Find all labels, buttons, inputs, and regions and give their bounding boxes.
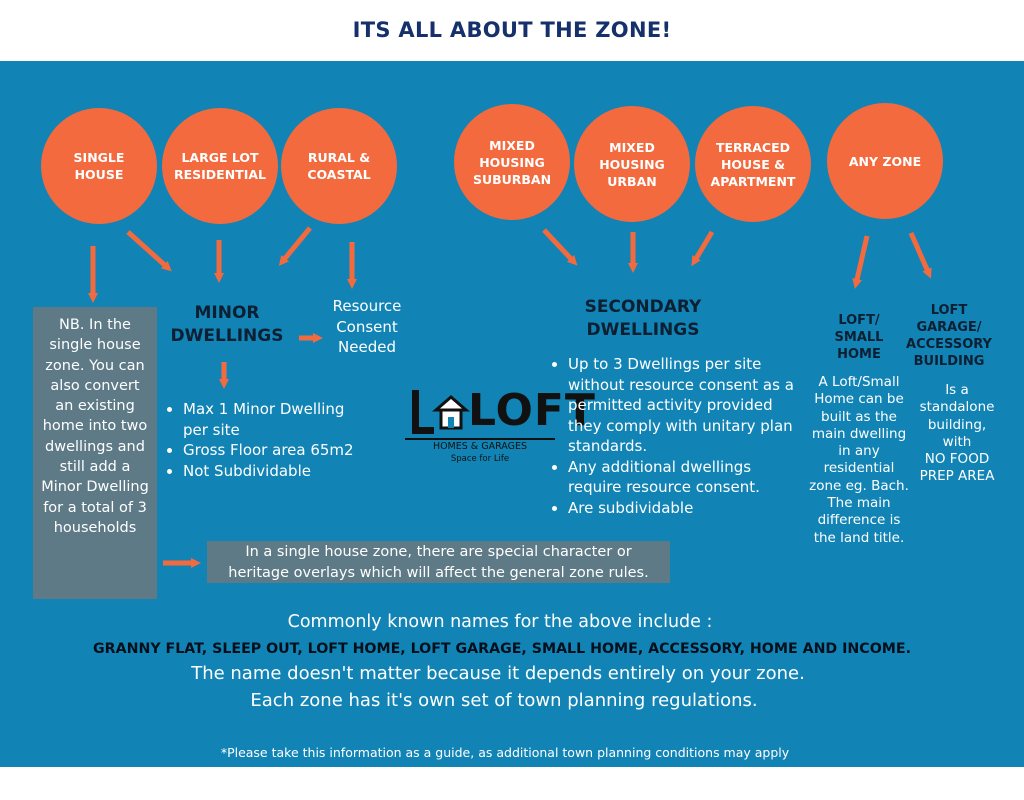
minor-dwellings-list: Max 1 Minor Dwelling per site Gross Floo… <box>165 399 355 481</box>
zone-label: MIXED HOUSING SUBURBAN <box>472 137 552 187</box>
zone-label: TERRACED HOUSE & APARTMENT <box>710 139 796 189</box>
arrow <box>126 230 172 272</box>
arrow <box>852 235 870 289</box>
list-item: Up to 3 Dwellings per site without resou… <box>568 354 802 457</box>
zone-circle-rural-coastal: RURAL & COASTAL <box>281 108 397 224</box>
loft-logo: LOFT HOMES & GARAGES Space for Life <box>405 387 595 470</box>
zone-circle-mixed-urban: MIXED HOUSING URBAN <box>574 106 690 222</box>
zone-label: ANY ZONE <box>848 153 922 169</box>
common-names-list: GRANNY FLAT, SLEEP OUT, LOFT HOME, LOFT … <box>93 641 911 657</box>
zone-note-line-2: Each zone has it's own set of town plann… <box>250 690 758 711</box>
arrow <box>542 228 578 266</box>
zone-label: LARGE LOT RESIDENTIAL <box>173 150 266 182</box>
loft-garage-text: Is a standalone building, with NO FOOD P… <box>919 382 995 485</box>
zone-circle-large-lot: LARGE LOT RESIDENTIAL <box>162 108 278 224</box>
zone-note-line-1: The name doesn't matter because it depen… <box>191 663 805 684</box>
zone-circle-terraced: TERRACED HOUSE & APARTMENT <box>695 106 811 222</box>
list-item: Gross Floor area 65m2 <box>183 440 355 461</box>
logo-brand: LOFT <box>468 385 596 436</box>
zone-circle-any-zone: ANY ZONE <box>827 103 943 219</box>
secondary-dwellings-heading: SECONDARY DWELLINGS <box>584 297 702 340</box>
list-item: Not Subdividable <box>183 461 355 482</box>
arrow <box>691 230 715 267</box>
zone-label: MIXED HOUSING URBAN <box>599 139 665 189</box>
list-item: Are subdividable <box>568 498 802 519</box>
logo-divider <box>405 438 555 440</box>
page-title: ITS ALL ABOUT THE ZONE! <box>352 18 672 42</box>
secondary-dwellings-list: Up to 3 Dwellings per site without resou… <box>550 354 802 518</box>
list-item: Any additional dwellings require resourc… <box>568 457 802 498</box>
loft-small-home-text: A Loft/Small Home can be built as the ma… <box>809 374 909 546</box>
disclaimer: *Please take this information as a guide… <box>220 745 790 760</box>
resource-consent-text: Resource Consent Needed <box>332 297 402 356</box>
loft-small-home-heading: LOFT/ SMALL HOME <box>834 313 884 362</box>
loft-garage-heading: LOFT GARAGE/ ACCESSORY BUILDING <box>906 303 992 369</box>
heritage-note-box <box>207 541 670 583</box>
zone-label: RURAL & COASTAL <box>307 150 371 182</box>
house-icon <box>412 390 471 434</box>
common-names-intro: Commonly known names for the above inclu… <box>287 612 713 632</box>
logo-tagline: HOMES & GARAGES <box>432 441 528 452</box>
arrow <box>278 226 312 266</box>
list-item: Max 1 Minor Dwelling per site <box>183 399 355 440</box>
zone-circle-single-house: SINGLE HOUSE <box>41 108 157 224</box>
minor-dwellings-heading: MINOR DWELLINGS <box>170 303 284 346</box>
nb-note-box <box>33 307 157 599</box>
zone-circle-mixed-suburban: MIXED HOUSING SUBURBAN <box>454 104 570 220</box>
heritage-note-text: In a single house zone, there are specia… <box>228 544 649 581</box>
arrow <box>908 231 932 279</box>
nb-note-text: NB. In the single house zone. You can al… <box>41 317 149 536</box>
zone-label: SINGLE HOUSE <box>73 150 125 182</box>
logo-slogan: Space for Life <box>450 454 510 464</box>
